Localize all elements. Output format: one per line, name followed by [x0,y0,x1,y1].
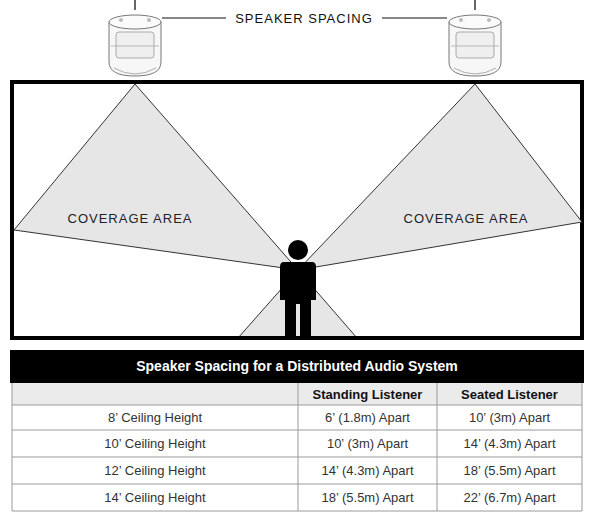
dimension-line [162,17,226,18]
coverage-area: COVERAGE AREA [14,84,298,272]
table-title: Speaker Spacing for a Distributed Audio … [136,358,458,374]
person-silhouette [280,240,316,338]
coverage-shape [298,84,582,270]
table-cell: 10’ (3m) Apart [327,436,408,451]
coverage-triangle [14,84,298,272]
ceiling-speaker [109,0,161,76]
table-cell: 14’ (4.3m) Apart [463,436,555,451]
table-cell: 18’ (5.5m) Apart [321,490,413,505]
table-grid [12,382,582,511]
row-header: 12’ Ceiling Height [104,463,205,478]
table-cell: 10’ (3m) Apart [469,410,550,425]
ceiling-speaker [449,0,501,76]
table-title-band: Speaker Spacing for a Distributed Audio … [10,350,584,383]
row-header: 8’ Ceiling Height [108,410,202,425]
room-outline [12,82,582,338]
area-label: COVERAGE AREA [68,211,193,226]
coverage-area: COVERAGE AREA [298,84,582,272]
table-cell: 6’ (1.8m) Apart [325,410,410,425]
coverage-triangle [298,84,582,272]
coverage-shape [14,84,298,270]
coverage-overlap [238,270,357,338]
table-cell: 18’ (5.5m) Apart [463,463,555,478]
dimension-line [382,17,447,18]
area-label: COVERAGE AREA [404,211,529,226]
column-header: Seated Listener [461,387,558,402]
row-header: 14’ Ceiling Height [104,490,205,505]
row-header: 10’ Ceiling Height [104,436,205,451]
table-cell: 14’ (4.3m) Apart [321,463,413,478]
dimension-label: SPEAKER SPACING [235,11,373,26]
column-header: Standing Listener [313,387,423,402]
table-header-row [12,383,582,405]
table-cell: 22’ (6.7m) Apart [463,490,555,505]
